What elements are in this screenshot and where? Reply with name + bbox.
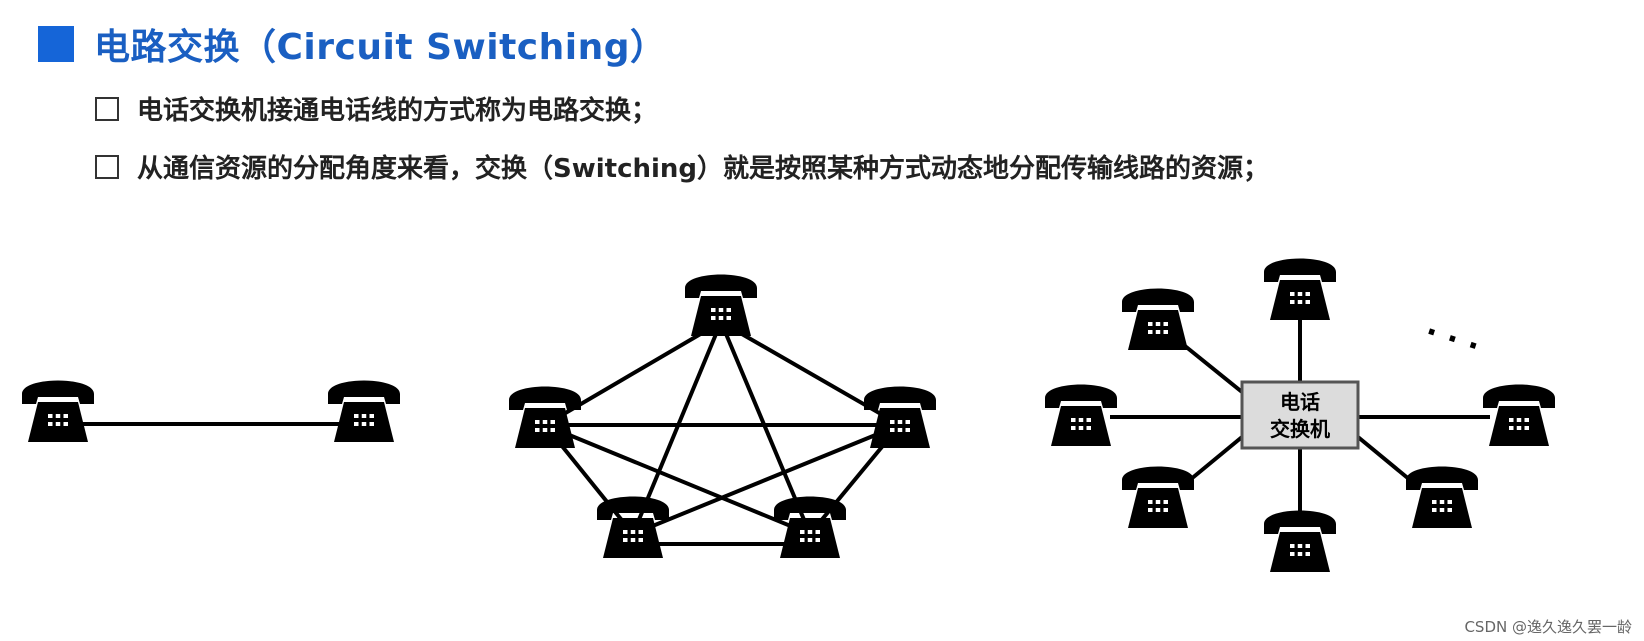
title-marker <box>38 26 74 62</box>
switch-label: 电话 <box>1280 390 1320 414</box>
full-mesh-phones <box>509 274 936 558</box>
telephone-icon <box>1045 384 1117 446</box>
telephone-icon <box>1122 466 1194 528</box>
slide-title: 电路交换（Circuit Switching） <box>94 27 667 68</box>
slide-title-block: 电路交换（Circuit Switching） <box>38 18 667 70</box>
watermark: CSDN @逸久逸久罢一龄 <box>1464 618 1632 636</box>
telephone-icon <box>1122 288 1194 350</box>
bullet-item: 从通信资源的分配角度来看，交换（Switching）就是按照某种方式动态地分配传… <box>95 148 1269 185</box>
checkbox-icon <box>95 96 119 121</box>
checkbox-icon <box>95 154 119 179</box>
telephone-icon <box>1483 384 1555 446</box>
telephone-icon <box>864 386 936 448</box>
telephone-icon <box>509 386 581 448</box>
link-line <box>544 423 811 536</box>
bullet-text: 从通信资源的分配角度来看，交换（Switching）就是按照某种方式动态地分配传… <box>137 154 1270 184</box>
telephone-icon <box>597 496 669 558</box>
bullet-text: 电话交换机接通电话线的方式称为电路交换； <box>137 96 658 126</box>
ellipsis-icon: · · · <box>1421 314 1484 364</box>
bullet-item: 电话交换机接通电话线的方式称为电路交换； <box>95 90 657 127</box>
link-line <box>632 423 901 536</box>
link-line <box>1356 435 1417 486</box>
telephone-icon <box>1406 466 1478 528</box>
switch-star-diagram <box>1110 318 1490 522</box>
telephone-icon <box>774 496 846 558</box>
telephone-icon <box>685 274 757 336</box>
link-line <box>1183 435 1244 486</box>
telephone-switch-box: 电话 交换机 <box>1240 380 1360 450</box>
telephone-icon <box>22 380 94 442</box>
telephone-icon <box>1264 510 1336 572</box>
link-line <box>1183 344 1244 394</box>
switch-label: 交换机 <box>1270 417 1330 441</box>
telephone-icon <box>328 380 400 442</box>
direct-connection-diagram <box>22 380 400 442</box>
telephone-icon <box>1264 258 1336 320</box>
